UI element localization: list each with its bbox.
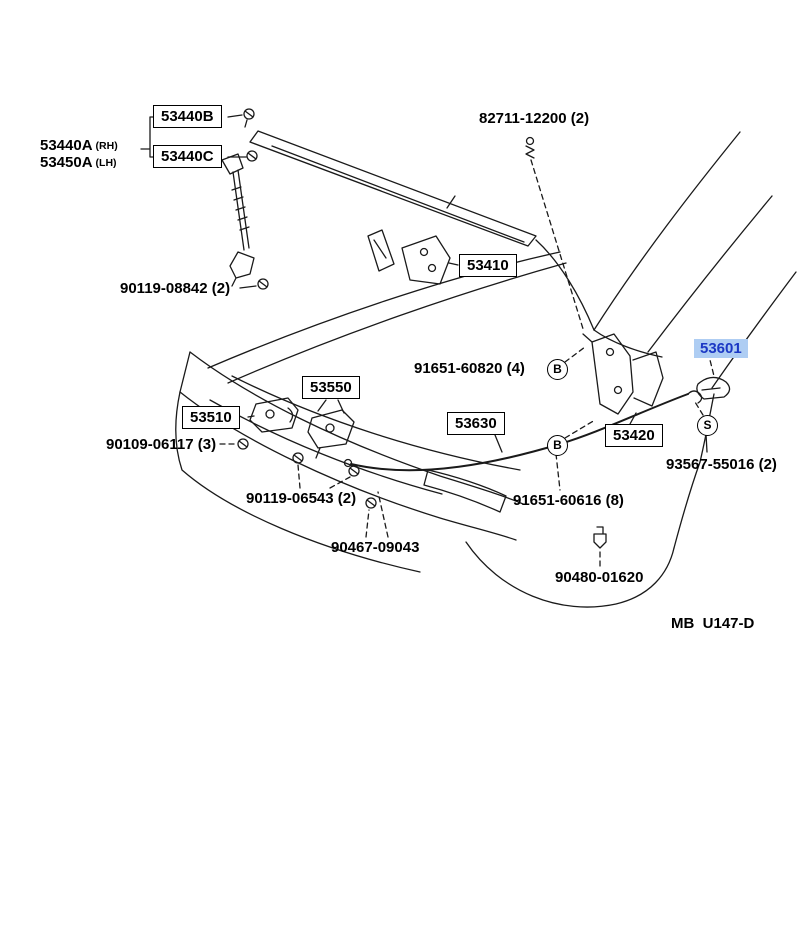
part-label-53440B[interactable]: 53440B [153,105,222,129]
part-label-53450A[interactable]: 53450A(LH) [40,154,117,171]
hood-stay-drawing [221,108,269,290]
part-label-82711-12200[interactable]: 82711-12200 (2) [479,110,590,127]
part-number: 53440A [40,137,93,154]
part-label-53630[interactable]: 53630 [447,412,505,436]
part-label-53601-selected[interactable]: 53601 [694,339,748,359]
part-label-53440C[interactable]: 53440C [153,145,222,169]
part-label-90119-08842[interactable]: 90119-08842 (2) [120,280,231,297]
fastener-symbol-b: B [547,435,568,456]
part-side-suffix: (RH) [95,140,118,152]
fastener-symbol-s: S [697,415,718,436]
fastener-symbol-b: B [547,359,568,380]
part-label-90480-01620[interactable]: 90480-01620 [555,569,644,586]
hood-hinge-drawing [367,229,451,285]
part-label-91651-60820[interactable]: 91651-60820 (4) [414,360,525,377]
leader-lines [140,114,715,567]
part-label-93567-55016[interactable]: 93567-55016 (2) [666,456,777,473]
part-label-90109-06117[interactable]: 90109-06117 (3) [106,436,217,453]
part-label-91651-60616[interactable]: 91651-60616 (8) [513,492,624,509]
part-label-53410[interactable]: 53410 [459,254,517,278]
part-side-suffix: (LH) [95,157,117,169]
hood-lock-drawing [582,333,664,415]
part-number: 53450A [40,154,93,171]
part-label-53510[interactable]: 53510 [182,406,240,430]
release-handle-drawing [687,376,731,404]
part-label-53440A[interactable]: 53440A(RH) [40,137,118,154]
fasteners-drawing [237,438,607,549]
part-label-53550[interactable]: 53550 [302,376,360,400]
part-label-90119-06543[interactable]: 90119-06543 (2) [246,490,357,507]
part-label-90467-09043[interactable]: 90467-09043 [331,539,420,556]
diagram-reference-code: MB U147-D [671,615,755,632]
cowl-clip-drawing [525,136,535,159]
part-label-53420[interactable]: 53420 [605,424,663,448]
